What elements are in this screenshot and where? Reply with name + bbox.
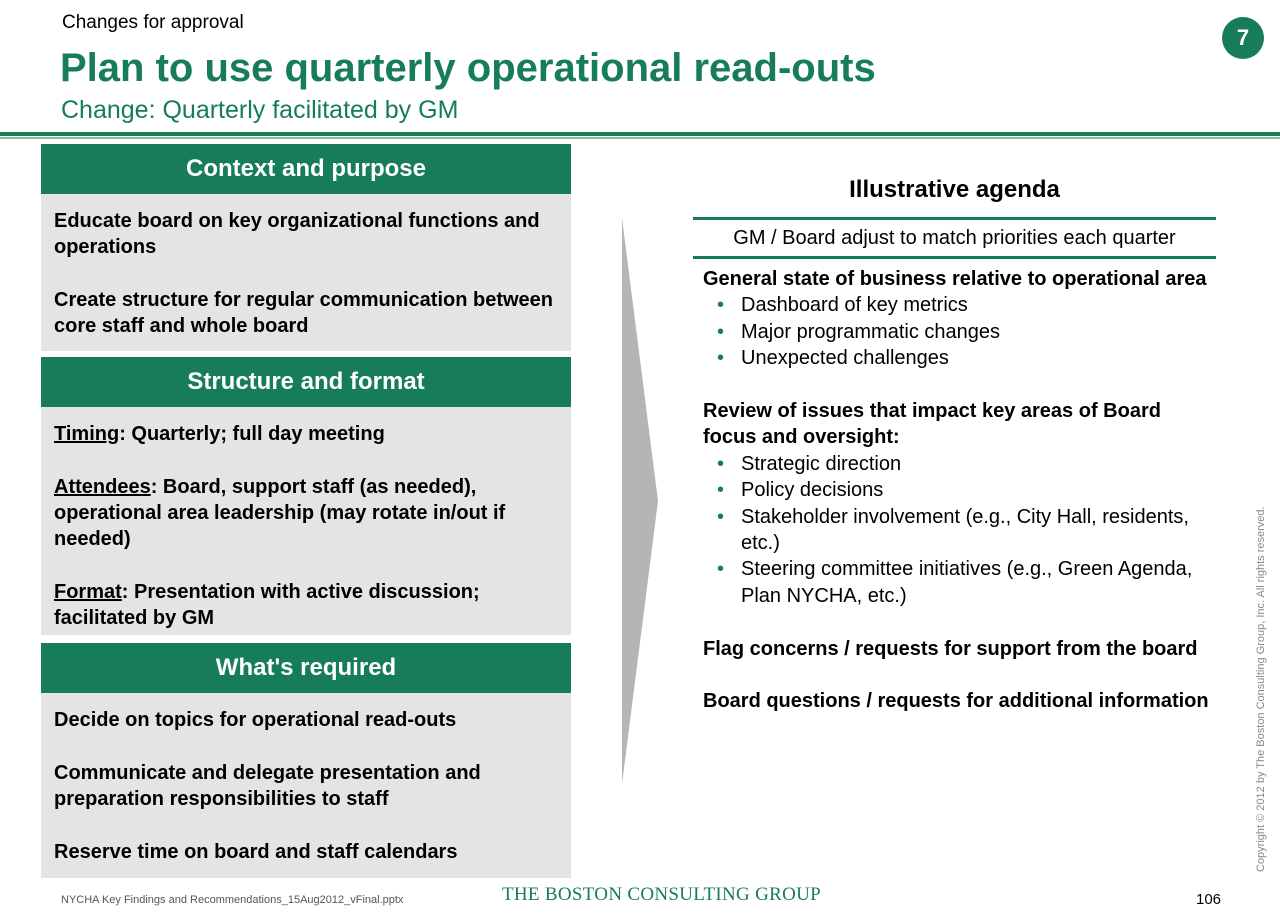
structure-text: : Board, support staff (as needed), oper… bbox=[54, 476, 506, 550]
page-number: 106 bbox=[1196, 891, 1222, 908]
bullet-icon: • bbox=[717, 558, 725, 581]
agenda-bullet-text: Steering committee initiatives (e.g., Gr… bbox=[741, 558, 1193, 607]
structure-heading: Structure and format bbox=[41, 357, 571, 407]
agenda-section-heading: Flag concerns / requests for support fro… bbox=[703, 637, 1198, 660]
context-heading: Context and purpose bbox=[41, 144, 571, 194]
page-subtitle: Change: Quarterly facilitated by GM bbox=[61, 96, 459, 124]
agenda-bullet: • Stakeholder involvement (e.g., City Hal… bbox=[703, 504, 1213, 557]
agenda-bullet: • Dashboard of key metrics bbox=[703, 292, 1213, 318]
bullet-icon: • bbox=[717, 479, 725, 502]
context-panel: Educate board on key organizational func… bbox=[41, 194, 571, 351]
structure-label: Format bbox=[54, 581, 122, 603]
structure-panel: Timing: Quarterly; full day meeting Atte… bbox=[41, 407, 571, 635]
required-item: Reserve time on board and staff calendar… bbox=[54, 841, 458, 863]
bcg-logo: THE BOSTON CONSULTING GROUP bbox=[502, 884, 821, 905]
structure-item-attendees: Attendees: Board, support staff (as need… bbox=[54, 474, 558, 552]
agenda-bullet: • Major programmatic changes bbox=[703, 319, 1213, 345]
agenda-bullet-text: Strategic direction bbox=[741, 452, 902, 475]
bullet-icon: • bbox=[717, 505, 725, 528]
agenda-bullet-text: Unexpected challenges bbox=[741, 347, 949, 370]
agenda-bullet-text: Major programmatic changes bbox=[741, 320, 1000, 343]
footer-filename: NYCHA Key Findings and Recommendations_1… bbox=[61, 894, 404, 906]
agenda-note: GM / Board adjust to match priorities ea… bbox=[693, 217, 1216, 259]
agenda-section-heading: Review of issues that impact key areas o… bbox=[703, 400, 1161, 449]
header-rule bbox=[0, 132, 1280, 136]
agenda-list: General state of business relative to op… bbox=[703, 266, 1213, 741]
structure-text: : Presentation with active discussion; f… bbox=[54, 581, 480, 629]
copyright-notice: Copyright © 2012 by The Boston Consultin… bbox=[1255, 506, 1267, 872]
agenda-section-heading: Board questions / requests for additiona… bbox=[703, 690, 1209, 713]
agenda-bullet: • Steering committee initiatives (e.g., G… bbox=[703, 556, 1213, 609]
structure-label: Attendees bbox=[54, 476, 151, 498]
structure-label: Timing bbox=[54, 423, 120, 445]
slide-number-badge: 7 bbox=[1222, 17, 1264, 59]
agenda-bullet: • Strategic direction bbox=[703, 451, 1213, 477]
header-rule-light bbox=[0, 137, 1280, 139]
agenda-section: Board questions / requests for additiona… bbox=[703, 688, 1213, 714]
context-item: Educate board on key organizational func… bbox=[54, 210, 540, 258]
structure-text: : Quarterly; full day meeting bbox=[119, 423, 385, 445]
context-item: Create structure for regular communicati… bbox=[54, 289, 554, 337]
page-title: Plan to use quarterly operational read-o… bbox=[60, 46, 876, 90]
agenda-bullet: • Unexpected challenges bbox=[703, 345, 1213, 371]
agenda-bullet-text: Stakeholder involvement (e.g., City Hall… bbox=[741, 505, 1189, 555]
bullet-icon: • bbox=[717, 452, 725, 475]
bullet-icon: • bbox=[717, 347, 725, 370]
structure-item-timing: Timing: Quarterly; full day meeting bbox=[54, 421, 558, 447]
agenda-bullet: • Policy decisions bbox=[703, 477, 1213, 503]
agenda-bullet-text: Policy decisions bbox=[741, 479, 884, 502]
required-panel: Decide on topics for operational read-ou… bbox=[41, 693, 571, 878]
agenda-section: Flag concerns / requests for support fro… bbox=[703, 636, 1213, 662]
bullet-icon: • bbox=[717, 294, 725, 317]
agenda-section-heading: General state of business relative to op… bbox=[703, 268, 1207, 290]
structure-item-format: Format: Presentation with active discuss… bbox=[54, 579, 558, 631]
agenda-bullet-text: Dashboard of key metrics bbox=[741, 294, 968, 317]
bullet-icon: • bbox=[717, 320, 725, 343]
agenda-section: General state of business relative to op… bbox=[703, 266, 1213, 372]
agenda-section: Review of issues that impact key areas o… bbox=[703, 398, 1213, 609]
chevron-arrow-icon bbox=[622, 218, 658, 784]
required-item: Decide on topics for operational read-ou… bbox=[54, 709, 457, 731]
section-kicker: Changes for approval bbox=[62, 12, 244, 33]
required-item: Communicate and delegate presentation an… bbox=[54, 762, 481, 810]
required-heading: What's required bbox=[41, 643, 571, 693]
agenda-title: Illustrative agenda bbox=[849, 176, 1060, 203]
